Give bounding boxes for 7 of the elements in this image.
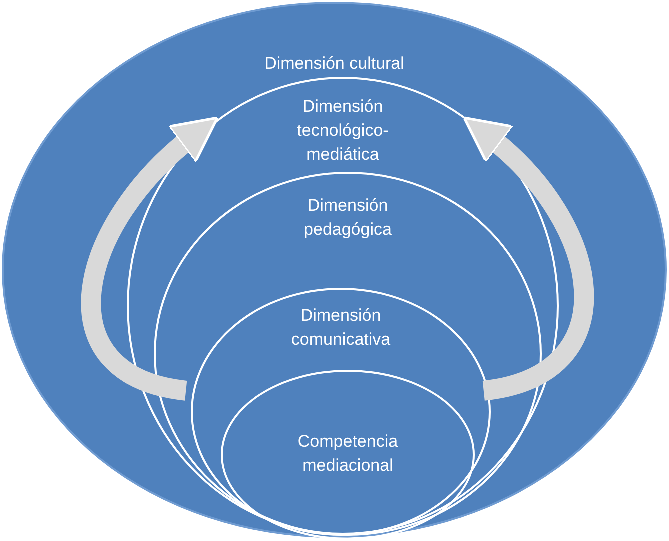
dimension-ellipse [221,370,475,540]
dimension-label: Dimensión tecnológico-mediática [296,96,390,166]
dimension-label: Dimensión comunicativa [290,305,392,351]
dimension-label: Dimensión cultural [264,53,404,75]
dimension-label: Dimensión pedagógica [303,195,393,241]
dimension-label: Competencia mediacional [296,431,400,477]
curved-arrow [464,115,594,401]
